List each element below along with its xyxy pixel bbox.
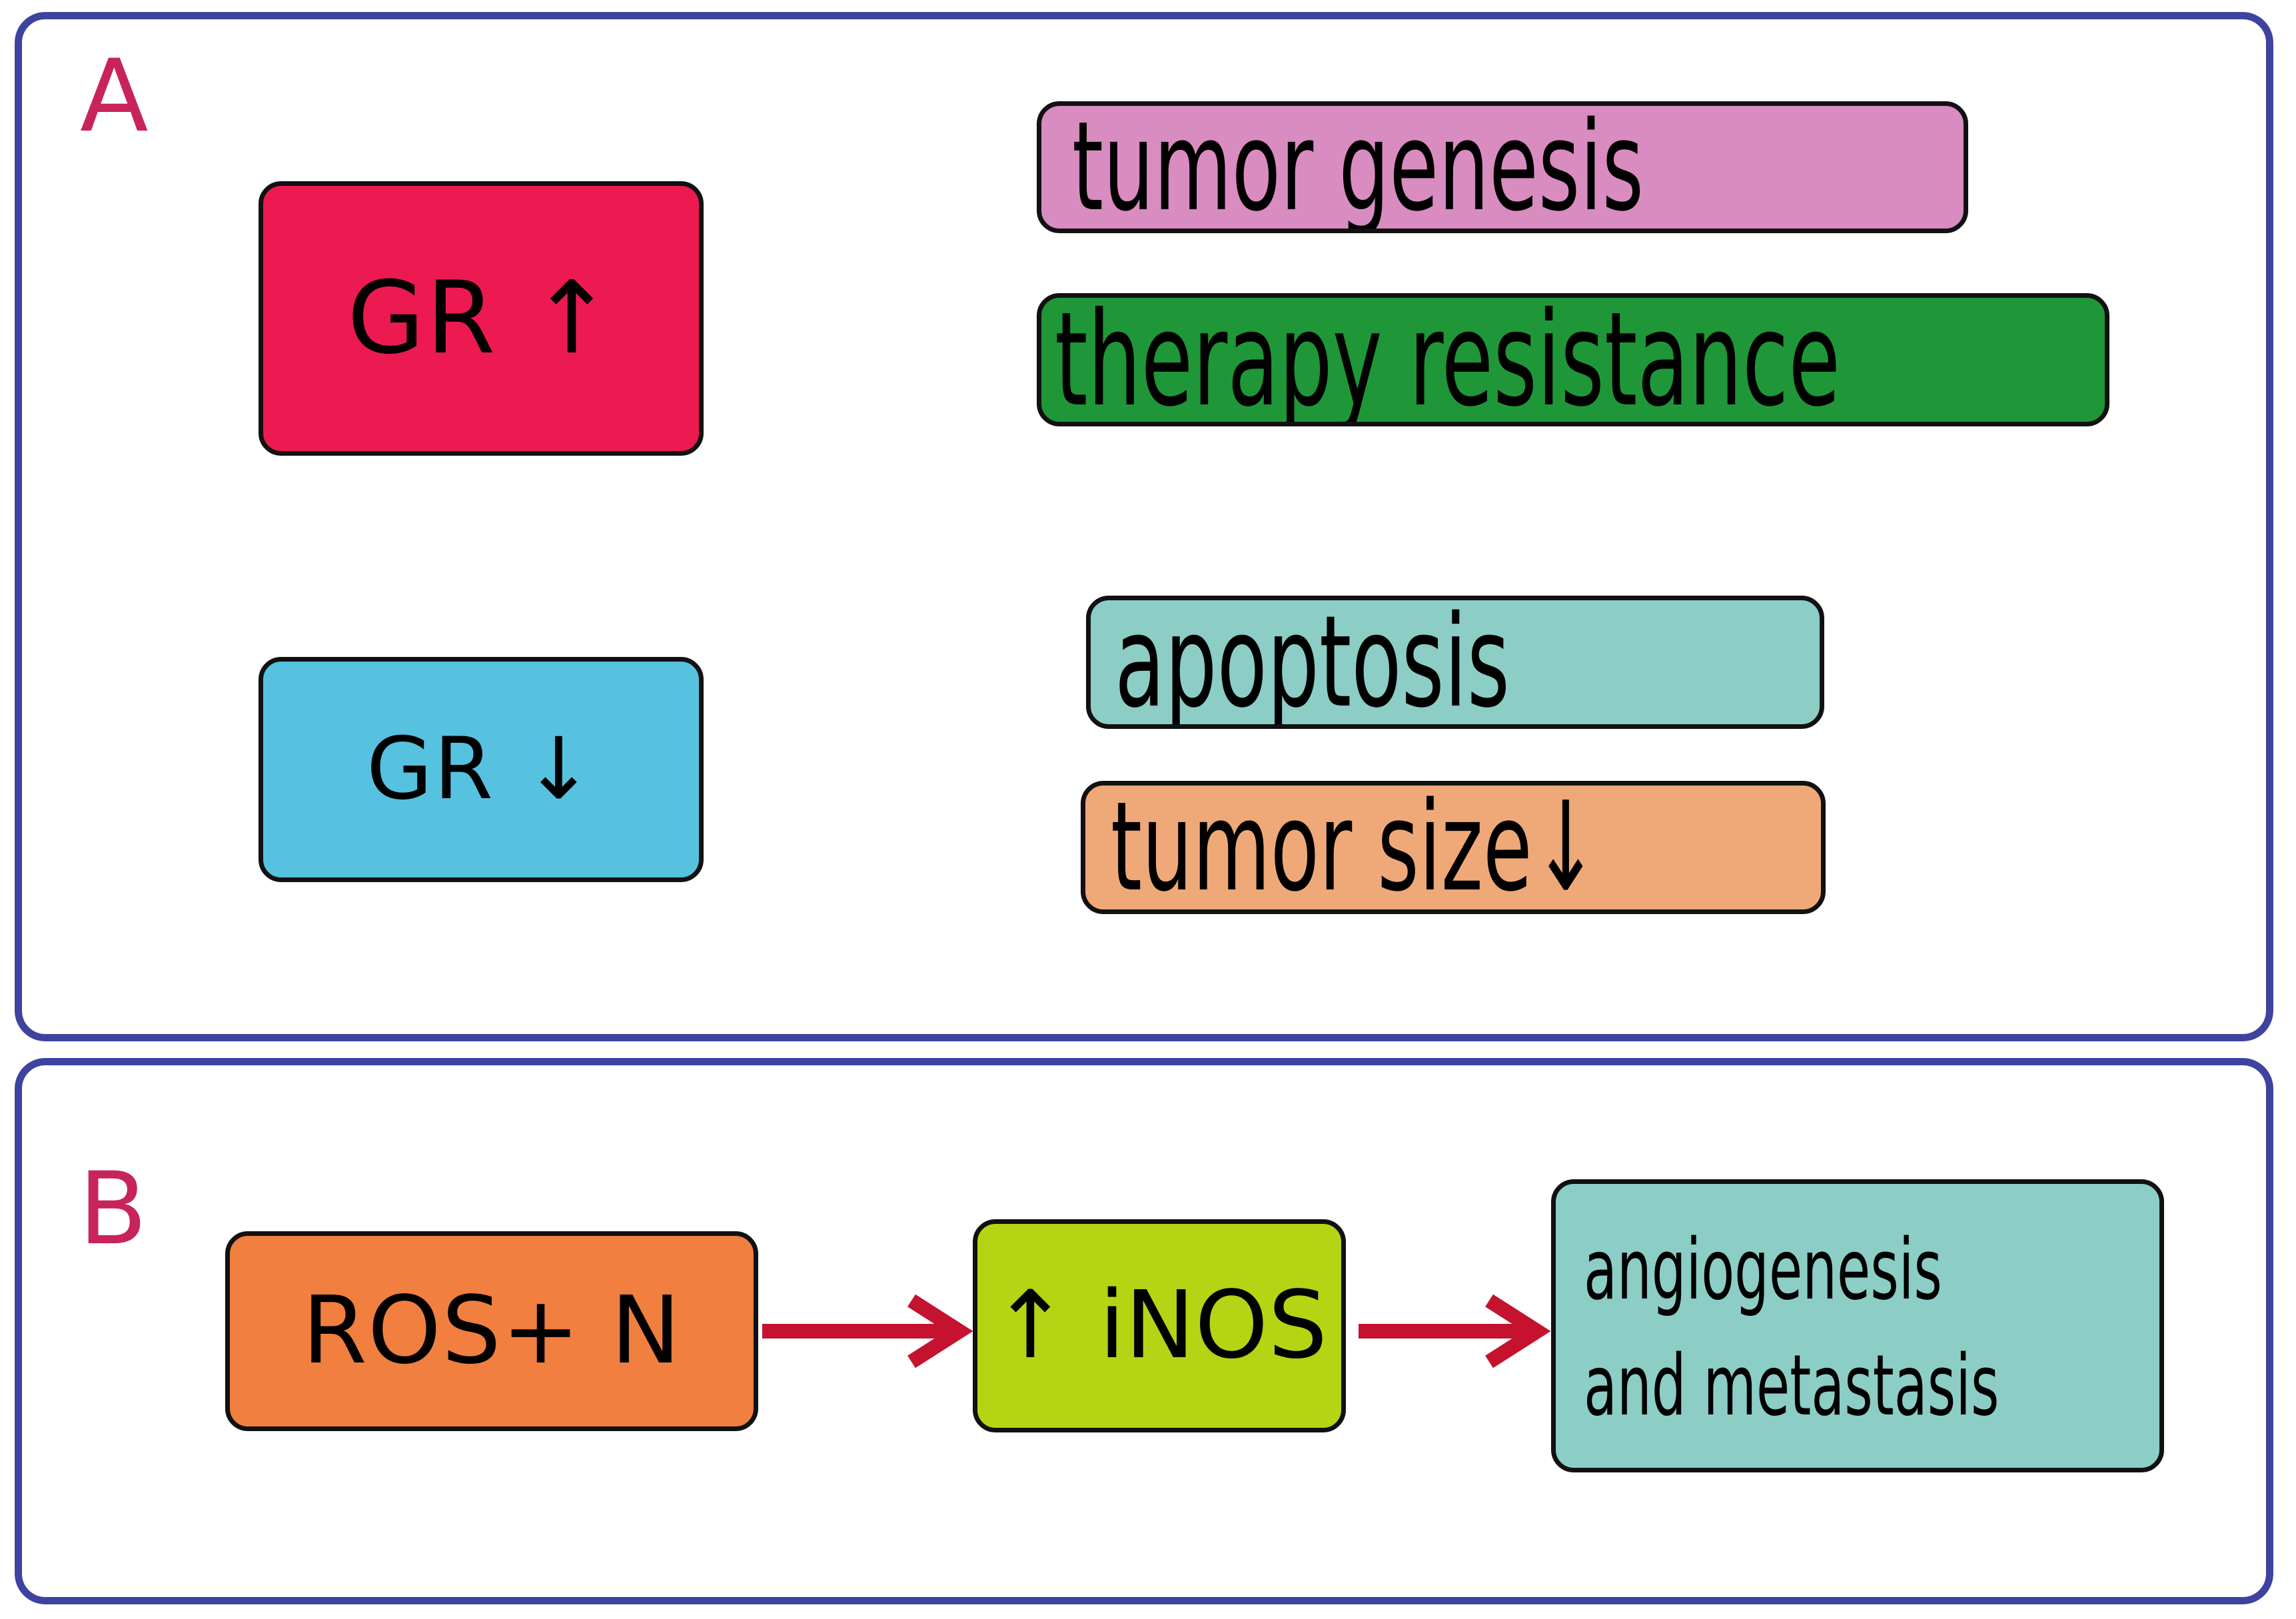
node-gr-up[interactable]: GR ↑ — [259, 181, 704, 456]
node-gr-down[interactable]: GR ↓ — [259, 657, 704, 882]
node-tumor-genesis-label: tumor genesis — [1072, 101, 1644, 233]
node-angiogenesis-line1: angiogenesis — [1584, 1221, 1942, 1319]
node-therapy-resistance[interactable]: therapy resistance — [1037, 293, 2109, 426]
node-inos-label: ↑ iNOS — [991, 1271, 1328, 1380]
node-gr-up-label: GR ↑ — [347, 261, 615, 376]
node-angiogenesis-line2: and metastasis — [1584, 1336, 2000, 1434]
node-tumor-size-label: tumor size↓ — [1111, 781, 1600, 914]
node-apoptosis-label: apoptosis — [1115, 596, 1510, 729]
node-ros-plus-n[interactable]: ROS+ N — [225, 1231, 758, 1431]
arrow-inos-to-angiogenesis-icon — [1359, 1294, 1551, 1368]
panel-b-letter: B — [79, 1151, 147, 1267]
node-apoptosis[interactable]: apoptosis — [1086, 596, 1824, 729]
node-tumor-size[interactable]: tumor size↓ — [1081, 781, 1826, 914]
arrow-ros-to-inos-icon — [762, 1294, 973, 1368]
node-tumor-genesis[interactable]: tumor genesis — [1037, 101, 1968, 233]
node-therapy-resistance-label: therapy resistance — [1055, 293, 1841, 426]
node-inos[interactable]: ↑ iNOS — [973, 1219, 1346, 1432]
node-angiogenesis-metastasis[interactable]: angiogenesis and metastasis — [1551, 1179, 2164, 1472]
panel-a-letter: A — [80, 39, 149, 155]
node-ros-plus-n-label: ROS+ N — [302, 1276, 682, 1385]
node-gr-down-label: GR ↓ — [366, 719, 596, 819]
